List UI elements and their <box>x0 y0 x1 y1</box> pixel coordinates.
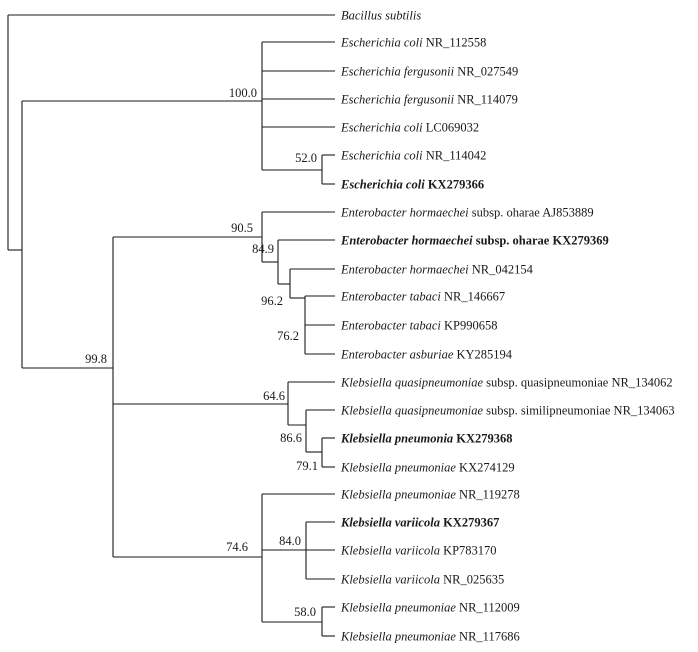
bootstrap-labels: 100.0 52.0 90.5 84.9 96.2 76.2 99.8 64.6… <box>85 86 318 619</box>
bootstrap-value: 64.6 <box>263 389 285 403</box>
bootstrap-value: 84.9 <box>252 242 274 256</box>
leaf-label: Escherichia fergusonii NR_114079 <box>340 93 518 107</box>
leaf-label: Enterobacter tabaci KP990658 <box>340 319 497 333</box>
leaf-label: Bacillus subtilis <box>341 9 421 23</box>
bootstrap-value: 99.8 <box>85 352 107 366</box>
tree-branches <box>7 14 335 637</box>
leaf-label: Enterobacter hormaechei subsp. oharae AJ… <box>340 206 594 220</box>
leaf-label: Klebsiella quasipneumoniae subsp. quasip… <box>340 376 673 390</box>
leaf-label: Klebsiella pneumonia KX279368 <box>340 432 513 446</box>
leaf-label: Escherichia fergusonii NR_027549 <box>340 65 518 79</box>
bootstrap-value: 90.5 <box>231 221 253 235</box>
bootstrap-value: 100.0 <box>229 86 257 100</box>
bootstrap-value: 86.6 <box>280 431 302 445</box>
leaf-label: Klebsiella variicola KP783170 <box>340 544 497 558</box>
bootstrap-value: 58.0 <box>294 605 316 619</box>
leaf-label: Escherichia coli LC069032 <box>340 121 479 135</box>
leaf-label: Klebsiella variicola NR_025635 <box>340 573 504 587</box>
bootstrap-value: 76.2 <box>277 329 299 343</box>
leaf-label: Klebsiella pneumoniae NR_119278 <box>340 488 520 502</box>
leaf-label: Klebsiella variicola KX279367 <box>340 516 499 530</box>
leaf-label: Enterobacter tabaci NR_146667 <box>340 290 505 304</box>
leaf-label: Enterobacter hormaechei NR_042154 <box>340 263 534 277</box>
bootstrap-value: 79.1 <box>296 459 318 473</box>
bootstrap-value: 96.2 <box>261 294 283 308</box>
bootstrap-value: 84.0 <box>279 534 301 548</box>
leaf-labels: Bacillus subtilis Escherichia coli NR_11… <box>340 9 675 644</box>
leaf-label: Escherichia coli NR_112558 <box>340 36 486 50</box>
leaf-label: Enterobacter hormaechei subsp. oharae KX… <box>340 234 609 248</box>
leaf-label: Klebsiella quasipneumoniae subsp. simili… <box>340 404 675 418</box>
leaf-label: Enterobacter asburiae KY285194 <box>340 348 513 362</box>
leaf-label: Klebsiella pneumoniae KX274129 <box>340 461 515 475</box>
bootstrap-value: 52.0 <box>295 151 317 165</box>
bootstrap-value: 74.6 <box>226 540 248 554</box>
leaf-label: Klebsiella pneumoniae NR_112009 <box>340 601 520 615</box>
leaf-label: Escherichia coli NR_114042 <box>340 149 486 163</box>
leaf-label: Escherichia coli KX279366 <box>340 178 484 192</box>
leaf-label: Klebsiella pneumoniae NR_117686 <box>340 630 520 644</box>
